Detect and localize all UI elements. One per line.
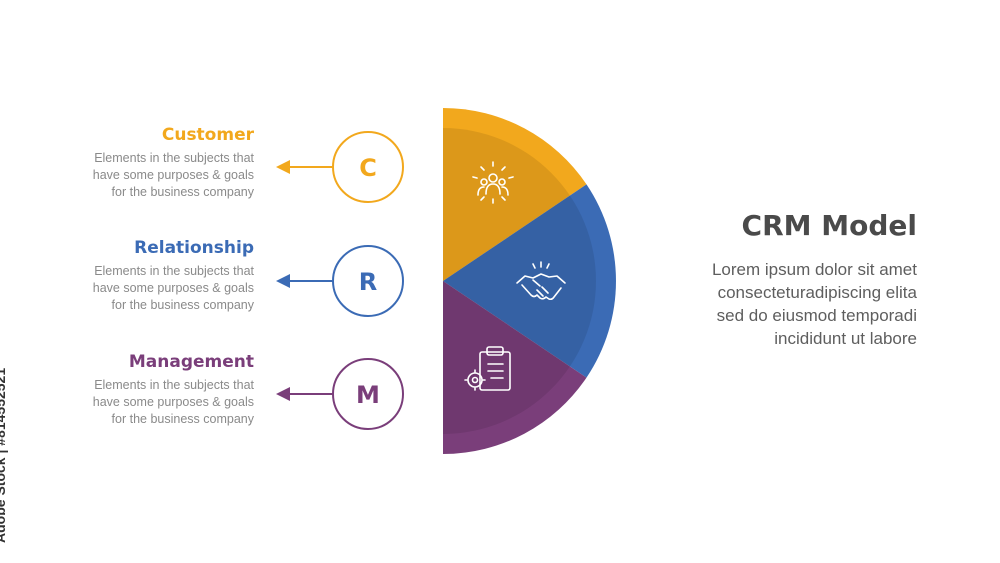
item-title: Customer: [161, 125, 254, 145]
connector-c: C: [276, 131, 404, 203]
item-relationship: Relationship Elements in the subjects th…: [40, 238, 254, 314]
clipboard-gear-icon: [464, 346, 511, 391]
side-body: Lorem ipsum dolor sit amet consecteturad…: [711, 260, 917, 348]
item-title: Relationship: [134, 238, 254, 258]
letter-r: R: [359, 268, 377, 296]
segment-customer: [443, 108, 587, 281]
item-customer: Customer Elements in the subjects that h…: [40, 125, 254, 201]
item-management: Management Elements in the subjects that…: [40, 352, 254, 428]
segment-management: [443, 281, 587, 454]
watermark-text: Adobe Stock | #814552521: [0, 367, 8, 543]
item-description: Elements in the subjects that have some …: [92, 264, 254, 312]
letter-m: M: [356, 381, 380, 409]
connector-r: R: [276, 245, 404, 317]
item-description: Elements in the subjects that have some …: [92, 151, 254, 199]
connector-m: M: [276, 358, 404, 430]
item-title: Management: [128, 352, 254, 372]
side-panel: CRM Model Lorem ipsum dolor sit amet con…: [662, 208, 917, 350]
letter-c: C: [359, 154, 377, 182]
team-icon: [472, 161, 514, 204]
segment-relationship: [443, 184, 616, 378]
item-description: Elements in the subjects that have some …: [92, 378, 254, 426]
side-heading: CRM Model: [741, 209, 917, 242]
handshake-icon: [516, 261, 566, 301]
